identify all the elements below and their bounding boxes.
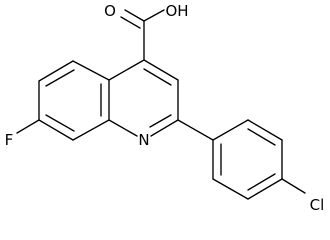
bond-c2-aryl [177,119,214,141]
pyridine-ring [108,59,179,137]
molecule-canvas: O OH N F Cl [5,2,325,214]
fluorine-label: F [5,131,14,149]
bond-ar5-ar6 [212,178,249,200]
bond-c-oh [143,9,165,22]
bond-ar4-ar5-inner [247,173,276,191]
oxygen-label: O [104,2,116,20]
nitrogen-label: N [138,131,149,149]
bond-c5-c6 [38,60,74,82]
carboxyl-group [120,9,165,61]
bond-c-o-double-2 [120,16,141,29]
bond-c7-f [16,119,40,134]
chlorophenyl-ring [212,119,283,200]
bond-c2-n1-inner [149,114,172,128]
benzo-ring [38,60,110,141]
bond-ar2-ar3 [247,119,283,141]
bond-ar2-ar3-inner [247,128,276,146]
structure-diagram: O OH N F Cl [5,2,325,214]
bond-c4-c3 [143,59,179,81]
chlorine-label: Cl [310,196,325,214]
bond-c4a-c5 [72,60,110,81]
bond-c-o-double-1 [124,9,145,22]
bond-c7-c8 [38,119,74,141]
bond-c8-c8a [72,119,110,141]
bond-ar4-ar5 [247,178,283,200]
bond-c2-n1 [150,119,179,137]
bond-ar4-cl [281,178,306,194]
bond-c4-c3-inner [143,68,172,86]
bond-ar1-ar2 [212,119,249,141]
bond-c4a-c4 [108,59,145,81]
bond-c5-c6-inner [45,69,75,87]
bond-n1-c8a [108,119,138,137]
bond-c7-c8-inner [45,114,75,132]
hydroxyl-label: OH [165,2,188,20]
